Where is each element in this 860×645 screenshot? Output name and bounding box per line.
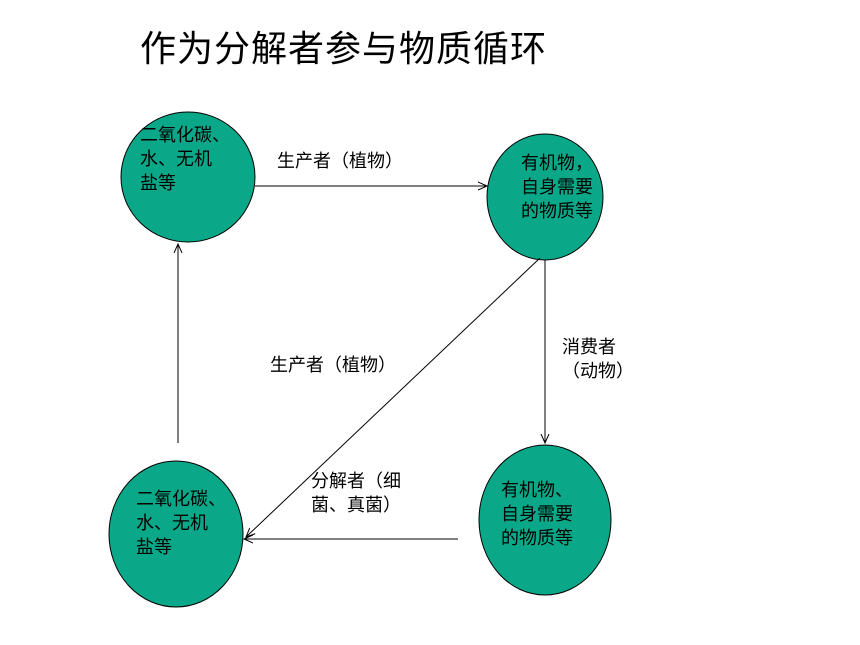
- node-bottom-right-circle: [478, 444, 612, 596]
- node-top-right-label: 有机物， 自身需要 的物质等: [521, 153, 593, 222]
- node-bottom-left-circle: [108, 460, 244, 608]
- edge-label-diagonal: 生产者（植物）: [270, 355, 396, 376]
- edge-label-right: 消费者 （动物）: [562, 337, 634, 382]
- arrow-diagonal: [246, 257, 541, 537]
- node-bottom-right-label: 有机物、 自身需要 的物质等: [501, 480, 573, 549]
- edge-label-bottom: 分解者（细 菌、真菌）: [311, 471, 401, 516]
- node-bottom-left-label: 二氧化碳、 水、无机 盐等: [136, 489, 226, 558]
- node-top-left-circle: [120, 111, 256, 243]
- node-top-left-label: 二氧化碳、 水、无机 盐等: [140, 125, 230, 194]
- edge-label-top: 生产者（植物）: [277, 151, 403, 172]
- page-title: 作为分解者参与物质循环: [140, 29, 548, 70]
